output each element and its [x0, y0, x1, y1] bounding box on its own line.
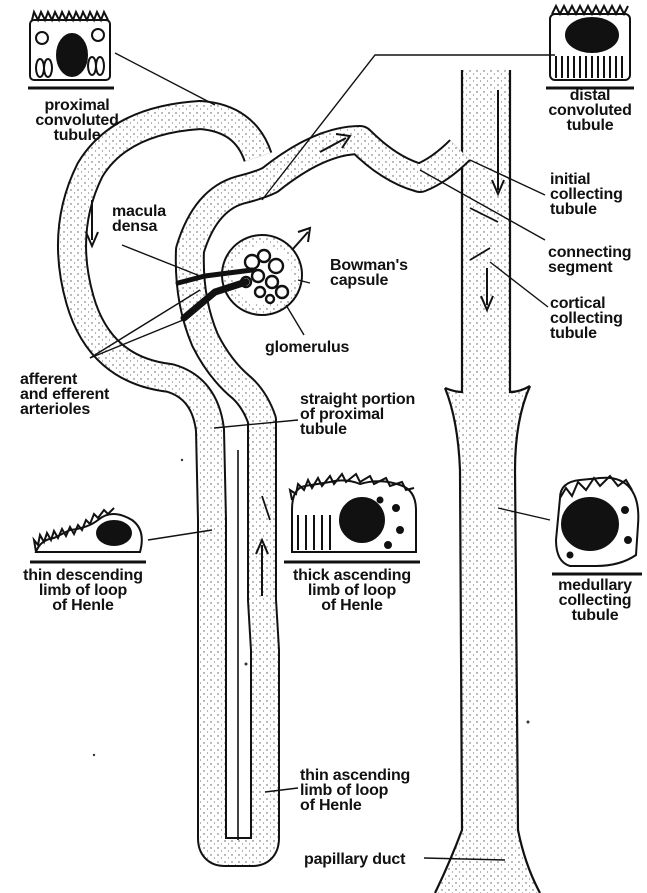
cell-proximal-convoluted [28, 12, 114, 88]
label-medullary-collecting-tubule: medullary collecting tubule [545, 578, 645, 623]
label-thick-ascending-limb: thick ascending limb of loop of Henle [272, 568, 432, 613]
label-distal-convoluted-tubule: distal convoluted tubule [540, 88, 640, 133]
bowmans-capsule [222, 235, 302, 315]
label-bowmans-capsule: Bowman's capsule [330, 258, 430, 288]
label-afferent-efferent-arterioles: afferent and efferent arterioles [20, 372, 150, 417]
label-glomerulus: glomerulus [265, 340, 385, 355]
label-macula-densa: macula densa [112, 204, 202, 234]
cell-thick-ascending-limb [284, 474, 420, 562]
collecting-duct [435, 70, 540, 893]
label-proximal-convoluted-tubule: proximal convoluted tubule [22, 98, 132, 143]
label-thin-descending-limb: thin descending limb of loop of Henle [8, 568, 158, 613]
cell-thin-descending-limb [30, 508, 146, 562]
label-straight-portion-proximal-tubule: straight portion of proximal tubule [300, 392, 440, 437]
cell-distal-convoluted [546, 6, 634, 88]
label-cortical-collecting-tubule: cortical collecting tubule [550, 296, 645, 341]
label-initial-collecting-tubule: initial collecting tubule [550, 172, 645, 217]
label-papillary-duct: papillary duct [304, 852, 434, 867]
cell-medullary-collecting [552, 476, 642, 574]
label-connecting-segment: connecting segment [548, 245, 645, 275]
label-thin-ascending-limb: thin ascending limb of loop of Henle [300, 768, 440, 813]
